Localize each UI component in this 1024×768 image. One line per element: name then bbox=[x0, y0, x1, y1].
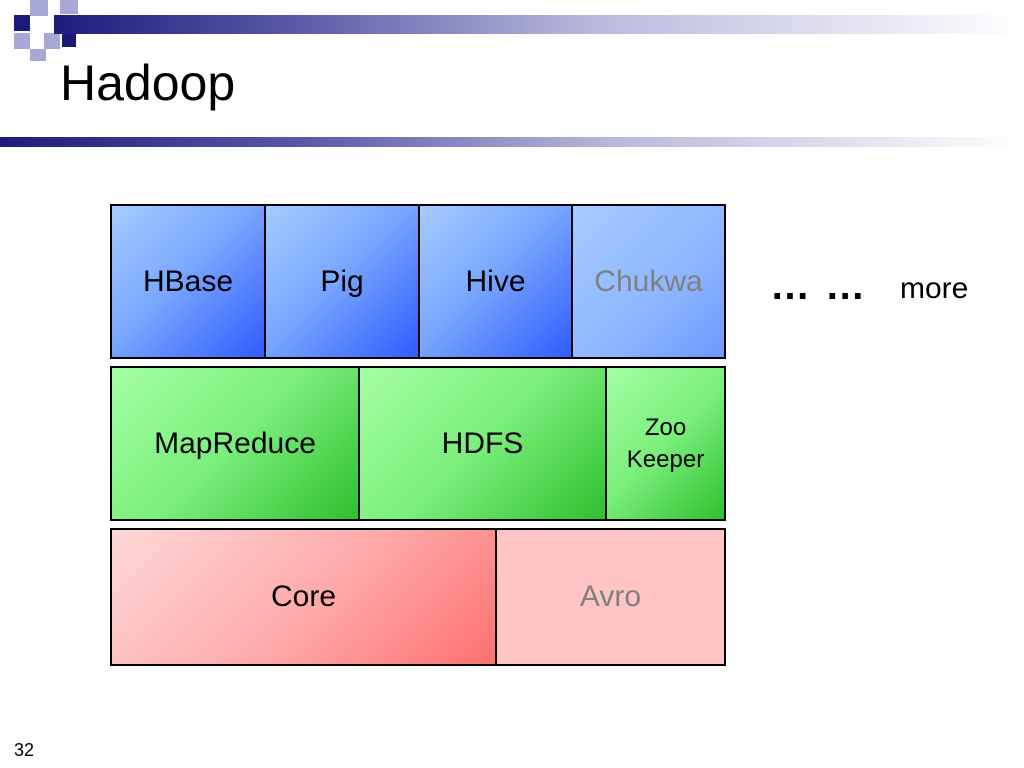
header-gradient-bar bbox=[54, 15, 1024, 34]
zookeeper-label-line1: Zoo bbox=[644, 413, 687, 441]
zookeeper-label-line2: Keeper bbox=[626, 445, 705, 473]
decor-square-light-4 bbox=[44, 33, 60, 49]
decor-square-light-1 bbox=[30, 0, 48, 16]
core-label: Core bbox=[270, 580, 337, 613]
mapreduce-label: MapReduce bbox=[154, 426, 316, 460]
avro-box: Avro bbox=[495, 528, 726, 666]
pig-box: Pig bbox=[264, 204, 420, 359]
zookeeper-box: Zoo Keeper bbox=[605, 366, 726, 521]
slide-title: Hadoop bbox=[60, 55, 236, 111]
hbase-box: HBase bbox=[110, 204, 266, 359]
hive-box: Hive bbox=[418, 204, 573, 359]
avro-label: Avro bbox=[579, 580, 642, 613]
title-underline-bar bbox=[0, 137, 1024, 147]
chukwa-label: Chukwa bbox=[594, 264, 703, 298]
decor-square-light-2 bbox=[60, 0, 78, 14]
hdfs-box: HDFS bbox=[358, 366, 607, 521]
hdfs-label: HDFS bbox=[441, 426, 524, 460]
decor-square-dark-2 bbox=[62, 33, 76, 47]
decor-square-dark-1 bbox=[14, 15, 30, 31]
decor-square-light-3 bbox=[14, 33, 30, 49]
page-number: 32 bbox=[14, 740, 35, 760]
pig-label: Pig bbox=[320, 264, 364, 298]
ellipsis-text: … … bbox=[770, 264, 868, 308]
mapreduce-box: MapReduce bbox=[110, 366, 360, 521]
decor-square-light-5 bbox=[30, 49, 46, 61]
hbase-label: HBase bbox=[142, 264, 234, 298]
core-box: Core bbox=[110, 528, 497, 666]
chukwa-box: Chukwa bbox=[571, 204, 726, 359]
more-text: more bbox=[900, 272, 969, 305]
hive-label: Hive bbox=[465, 264, 526, 298]
